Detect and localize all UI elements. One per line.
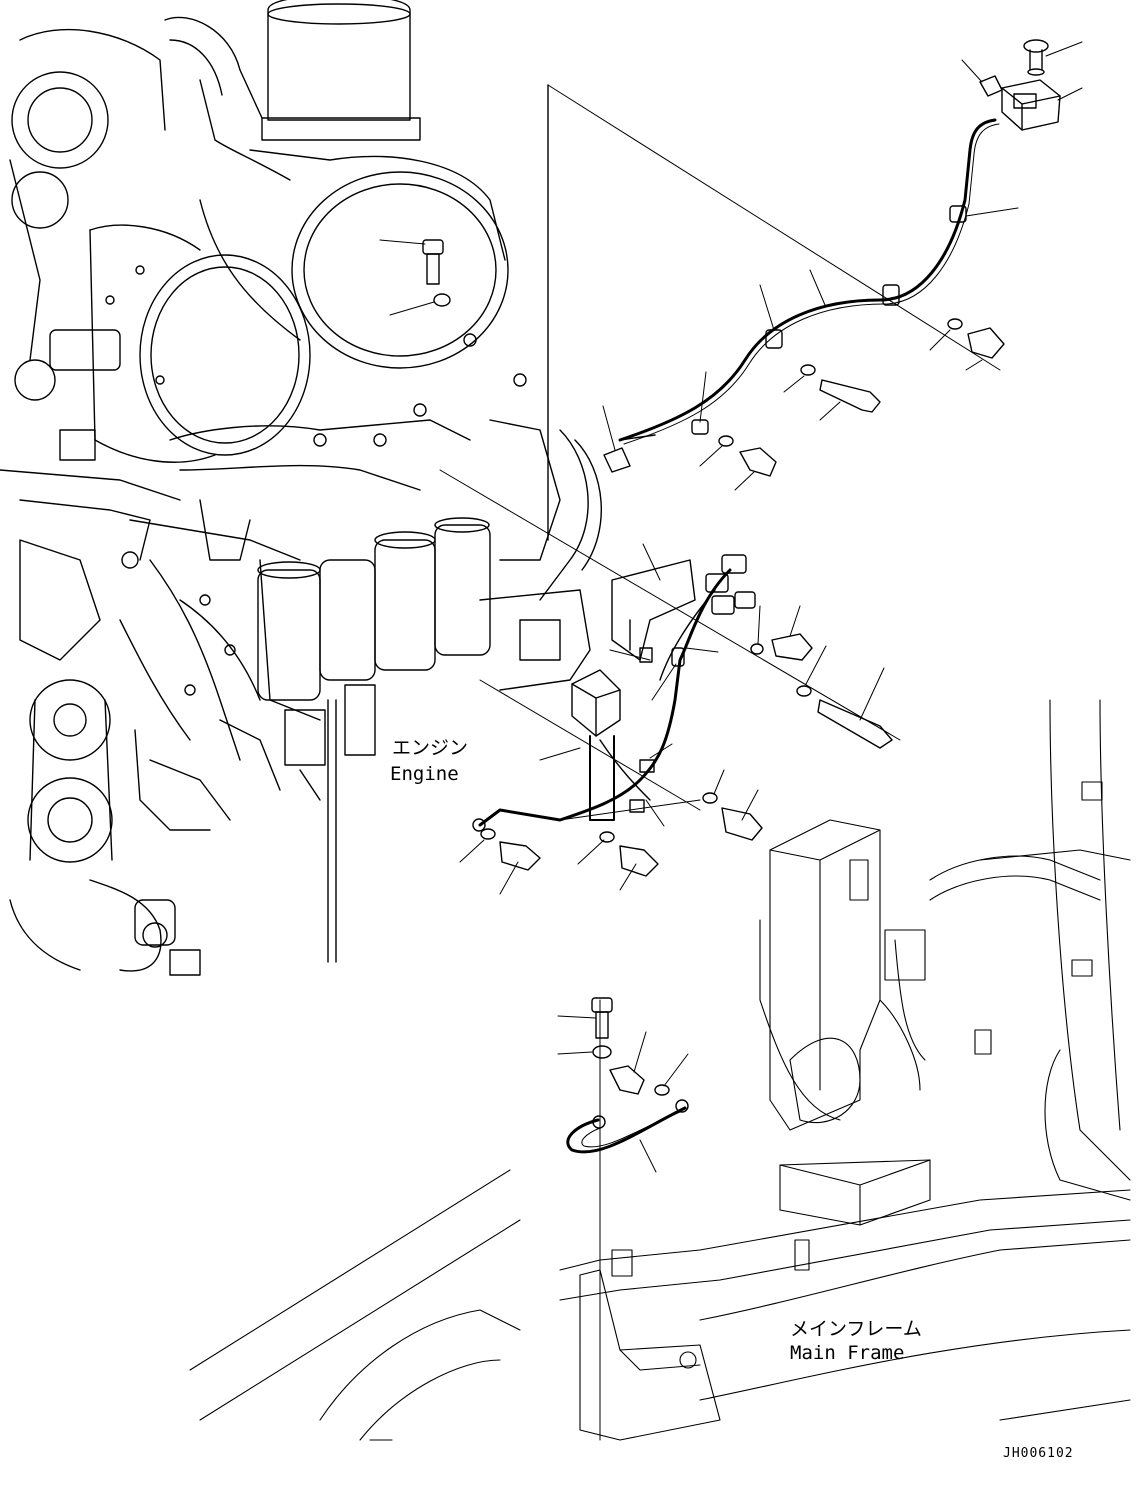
fasteners — [423, 240, 1004, 1095]
sensor-harness-upper — [620, 40, 1060, 444]
relay-harness-middle — [473, 555, 755, 831]
engine-label-japanese: エンジン — [392, 737, 469, 759]
engine-label-english: Engine — [390, 763, 459, 785]
main-frame-label-japanese: メインフレーム — [790, 1318, 922, 1340]
drawing-code: JH006102 — [1003, 1446, 1074, 1461]
ground-cable — [568, 1100, 688, 1152]
main-frame-label-english: Main Frame — [790, 1342, 905, 1364]
engine-assembly — [0, 0, 601, 975]
leader-lines — [380, 42, 1082, 1172]
main-frame — [190, 700, 1130, 1440]
